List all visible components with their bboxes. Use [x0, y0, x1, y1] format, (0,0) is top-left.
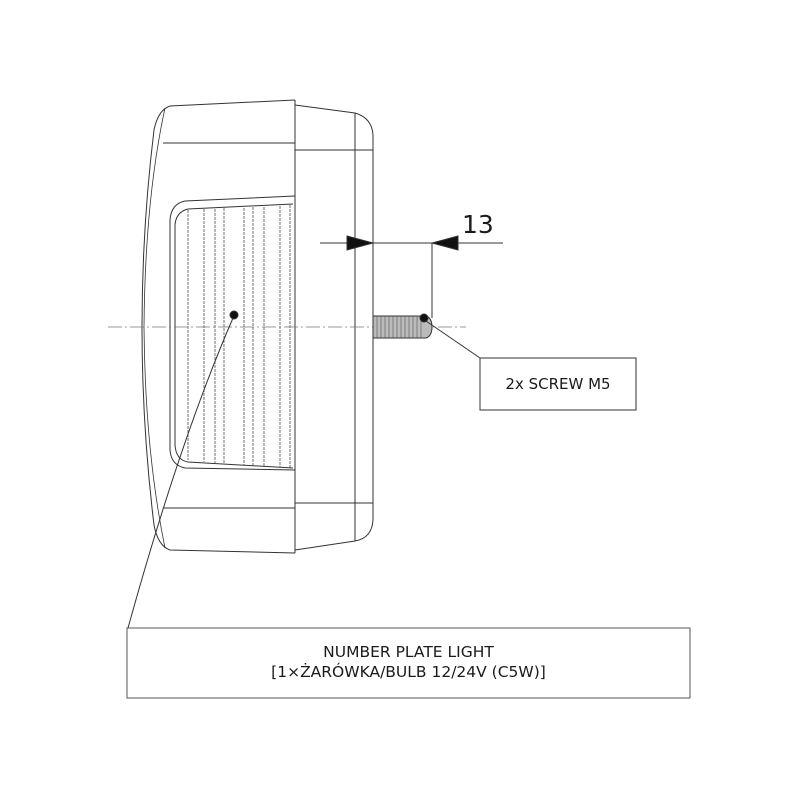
housing-back-outline: [294, 104, 374, 551]
screw-callout-box: [479, 357, 637, 411]
screw-callout-text: 2x SCREW M5: [505, 375, 611, 393]
title-callout-text: NUMBER PLATE LIGHT [1×ŻARÓWKA/BULB 12/24…: [127, 642, 690, 682]
title-callout-box: [126, 627, 691, 699]
lens-hatching: [187, 205, 291, 468]
dimension-arrow-right: [346, 235, 375, 251]
lens-leader-line: [127, 317, 234, 629]
lens-inner: [174, 203, 294, 469]
screw-leader-dot: [419, 313, 429, 323]
dimension-arrow-left: [430, 235, 459, 251]
screw-thread: [376, 316, 422, 338]
housing-front-outline: [141, 99, 296, 554]
title-line-2: [1×ŻARÓWKA/BULB 12/24V (C5W)]: [271, 663, 546, 681]
screw-leader-line: [425, 320, 481, 359]
title-line-1: NUMBER PLATE LIGHT: [323, 643, 494, 661]
housing-front-inner-curve: [143, 107, 166, 549]
dimension-label: 13: [462, 210, 494, 239]
lens-outer: [169, 195, 296, 471]
lens-leader-dot: [229, 310, 239, 320]
